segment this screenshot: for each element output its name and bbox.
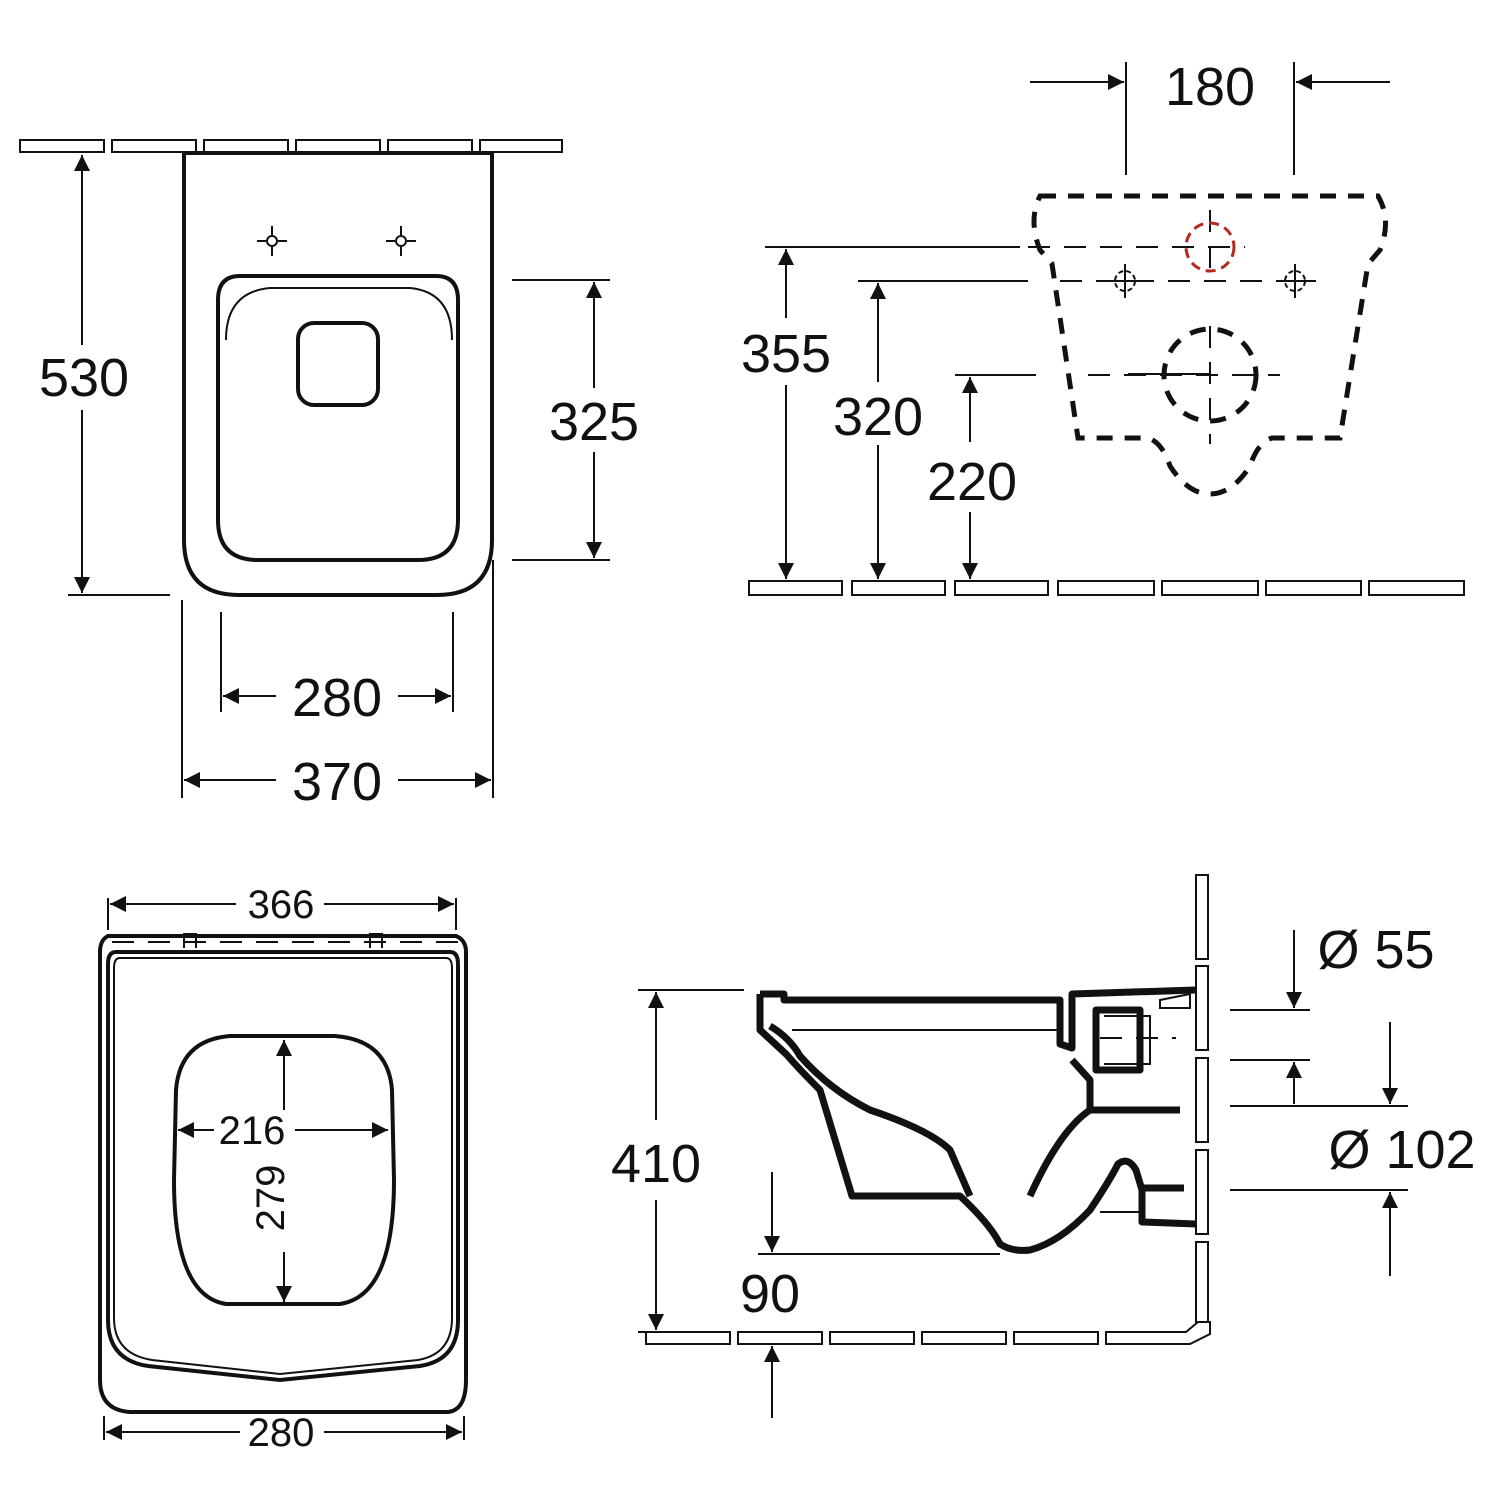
dim-top-depth: 530 <box>39 348 129 408</box>
seat-outer-outline <box>98 934 468 1414</box>
fixing-hole-left-icon <box>257 226 287 256</box>
dim-side-height: 410 <box>611 1134 701 1194</box>
dim-outlet-diameter: Ø 102 <box>1328 1120 1475 1180</box>
lid-outline <box>106 950 460 1383</box>
bolt-hole-left-icon <box>1108 264 1142 298</box>
dim-bolt-spacing: 180 <box>1165 57 1255 117</box>
top-view: 530 325 280 370 <box>19 139 639 812</box>
outlet-circle <box>1161 326 1259 424</box>
dim-inner-width: 280 <box>292 668 382 728</box>
seat-opening-outline <box>171 1034 397 1306</box>
bowl-outline <box>182 151 494 597</box>
floor-strip-top-right <box>748 580 1465 596</box>
floor-strip-bottom-right <box>645 1321 1211 1345</box>
bowl-silhouette <box>1031 193 1388 497</box>
dim-seat-depth: 325 <box>549 392 639 452</box>
fixing-hole-right-icon <box>386 226 416 256</box>
dim-seat-width-bottom: 280 <box>248 1411 315 1455</box>
hinge-left-icon <box>183 933 197 948</box>
seat-inner-line <box>225 287 453 341</box>
bowl-section <box>760 986 1197 1052</box>
wall-strip <box>19 139 563 153</box>
seat-opening <box>296 321 380 407</box>
dim-opening-width: 216 <box>219 1109 286 1153</box>
hinge-right-icon <box>369 933 383 948</box>
side-view: 410 90 Ø 55 Ø 102 <box>611 874 1476 1418</box>
dim-seat-width-top: 366 <box>248 883 315 927</box>
dim-inlet-diameter: Ø 55 <box>1317 920 1434 980</box>
wall-view: 180 355 320 220 <box>741 57 1465 596</box>
dim-opening-depth: 279 <box>249 1165 293 1232</box>
dim-floor-offset: 90 <box>740 1264 800 1324</box>
seat-view: 366 216 279 280 <box>98 883 468 1455</box>
dim-inlet-height: 355 <box>741 324 831 384</box>
seat-outline <box>216 274 460 562</box>
bolt-hole-right-icon <box>1278 264 1312 298</box>
dim-bolt-height: 320 <box>833 387 923 447</box>
dim-outlet-height: 220 <box>927 452 1017 512</box>
inlet-circle <box>1184 221 1236 273</box>
dim-outer-width: 370 <box>292 752 382 812</box>
wall-vertical-strip <box>1195 874 1209 1327</box>
